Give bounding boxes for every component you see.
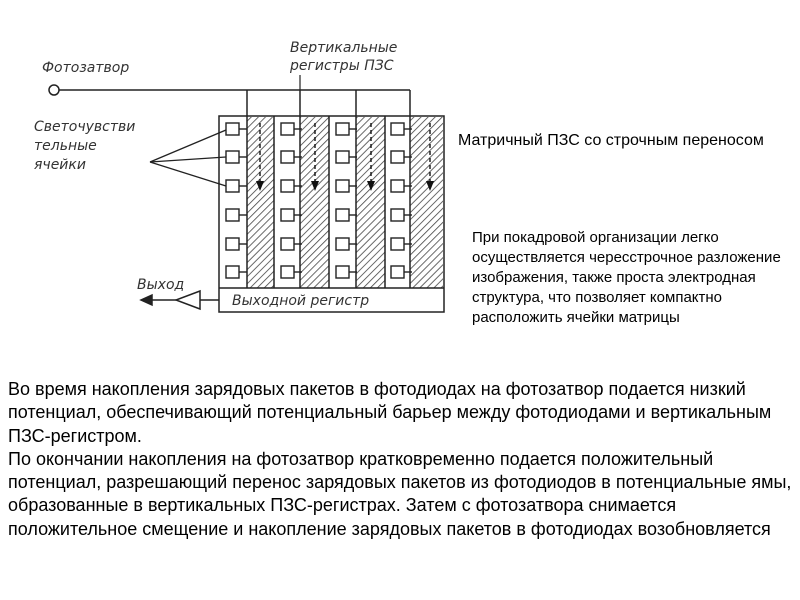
photo-gate-line [48,84,411,116]
photodiode-cell [225,179,240,193]
photodiode-cell [335,122,350,136]
side-note: При покадровой организации легко осущест… [472,229,781,326]
photodiode-cell [225,237,240,251]
photodiode-cell [335,208,350,222]
photodiode-cell [280,265,295,279]
transfer-arrowhead [426,181,434,191]
body-paragraph: Во время накопления зарядовых пакетов в … [8,379,772,446]
photodiode-cell [390,237,405,251]
output-register-label: Выходной регистр [232,293,369,309]
vertical-register [247,117,274,288]
body-paragraph: По окончании накопления на фотозатвор кр… [8,448,792,539]
photodiode-cell [225,208,240,222]
photodiode-cell [335,150,350,164]
transfer-arrowhead [367,181,375,191]
photodiode-cell [280,150,295,164]
photosensitive-label-line2: тельные [34,138,97,154]
photodiode-cell [280,237,295,251]
vertical-registers-label-line2: регистры ПЗС [289,58,394,74]
photodiode-cell [335,265,350,279]
photodiode-cell [390,208,405,222]
output-label: Выход [137,277,184,293]
photodiode-cell [280,208,295,222]
photosensitive-pointers [149,129,227,187]
vertical-registers [247,117,443,288]
photosensitive-label-line3: ячейки [34,157,86,173]
photo-gate-label: Фотозатвор [42,60,129,76]
photodiode-cell [335,179,350,193]
photodiode-cell [280,179,295,193]
ccd-matrix-diagram: Фотозатвор Вертикальные регистры ПЗС Све… [34,40,445,313]
vertical-registers-label-line1: Вертикальные [290,40,397,56]
photodiode-cells [225,122,412,279]
photosensitive-label-line1: Светочувстви [34,119,135,135]
photodiode-cell [225,122,240,136]
transfer-arrowhead [311,181,319,191]
photodiode-cell [390,150,405,164]
output-arrow-head [139,293,153,307]
vertical-register [410,117,443,288]
photodiode-cell [390,179,405,193]
matrix-frame [218,115,445,313]
slide-title: Матричный ПЗС со строчным переносом [458,132,764,149]
photodiode-cell [335,237,350,251]
output-amplifier [139,289,219,311]
photodiode-cell [225,150,240,164]
vertical-register [300,117,329,288]
vertical-register [356,117,385,288]
transfer-arrows [256,123,434,191]
photodiode-cell [280,122,295,136]
transfer-arrowhead [256,181,264,191]
photodiode-cell [225,265,240,279]
photodiode-cell [390,265,405,279]
body-text: Во время накопления зарядовых пакетов в … [8,378,798,541]
photodiode-cell [390,122,405,136]
